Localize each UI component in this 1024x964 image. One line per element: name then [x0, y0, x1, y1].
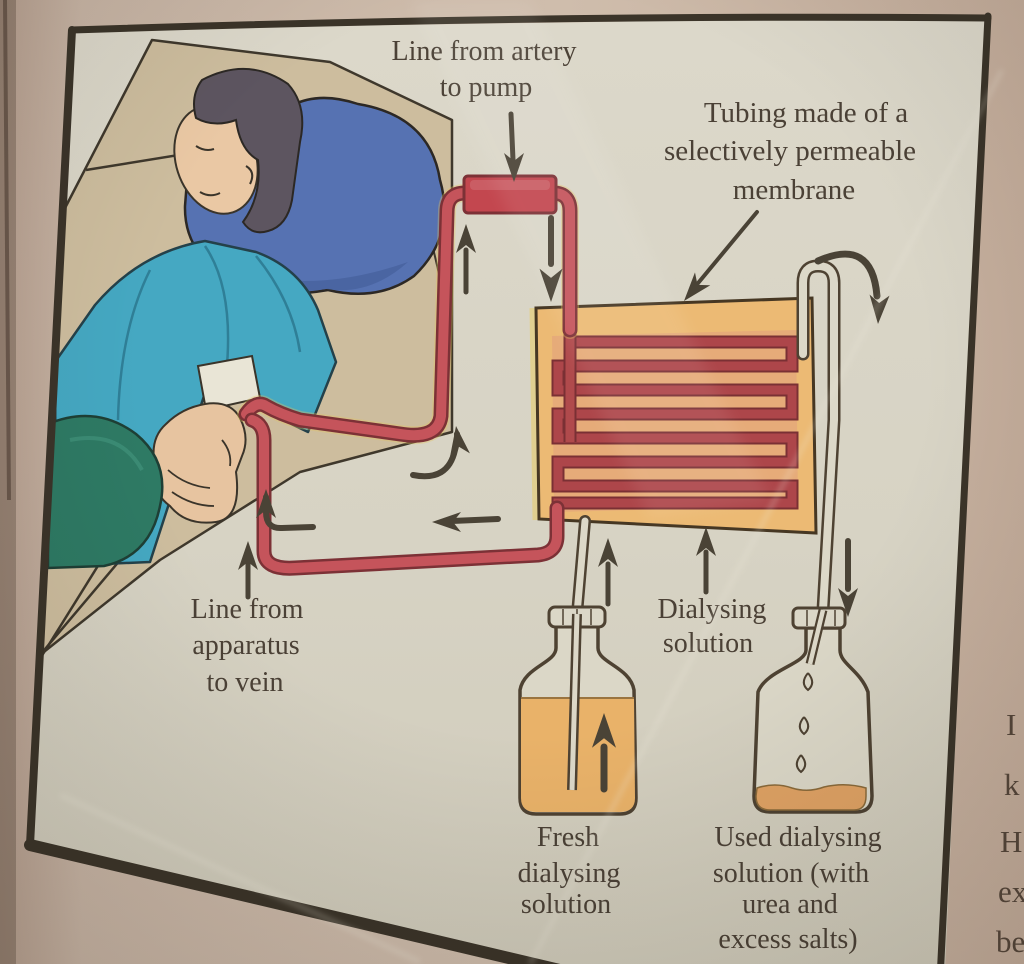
arrow-return-left-shaft — [449, 516, 501, 524]
label-used-1: Used dialysing — [714, 822, 881, 853]
drip-1 — [802, 672, 814, 692]
margin-fragment: I — [1006, 707, 1016, 742]
membrane-coil — [551, 312, 799, 510]
label-fresh-3: solution — [521, 889, 611, 920]
label-membrane-2: selectively permeable — [664, 135, 916, 167]
label-fresh-2: dialysing — [518, 858, 621, 889]
label-membrane-3: membrane — [733, 174, 855, 206]
arrow-artery-label-shaft — [508, 111, 516, 163]
label-dialysing-2: solution — [663, 628, 753, 659]
label-vein-line-3: to vein — [207, 667, 284, 698]
pump-sheen — [470, 180, 550, 190]
label-fresh-1: Fresh — [537, 822, 599, 853]
label-vein-line-2: apparatus — [192, 630, 299, 661]
label-artery-line-2: to pump — [440, 72, 533, 103]
label-dialysing-1: Dialysing — [658, 594, 767, 625]
margin-fragment: ex — [998, 874, 1024, 909]
label-used-3: urea and — [742, 889, 838, 920]
feed-pipe — [571, 515, 591, 620]
margin-fragment: H — [1000, 824, 1022, 859]
drip-2 — [798, 716, 810, 736]
label-vein-line-1: Line from — [191, 594, 304, 625]
pump — [462, 174, 558, 215]
margin-fragment: be — [996, 924, 1024, 959]
drip-3 — [795, 754, 807, 774]
label-membrane-1: Tubing made of a — [704, 97, 908, 129]
label-used-2: solution (with — [713, 858, 869, 889]
label-artery-line-1: Line from artery — [391, 36, 576, 67]
margin-fragment: k — [1004, 767, 1020, 802]
label-used-4: excess salts) — [718, 924, 857, 955]
